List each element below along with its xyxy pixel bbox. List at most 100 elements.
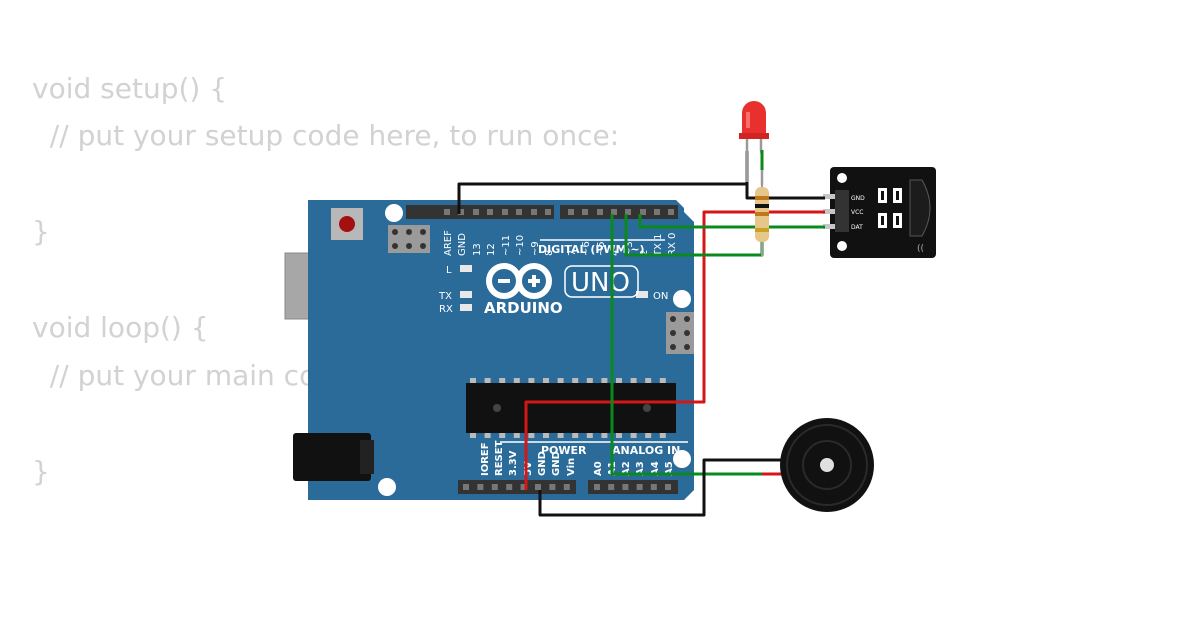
mounting-hole — [378, 478, 396, 496]
led-l — [460, 265, 472, 272]
pin-socket[interactable] — [473, 209, 479, 215]
piezo-buzzer[interactable] — [762, 418, 874, 512]
pin-label: A3 — [635, 461, 646, 476]
pin-label: RX 0 — [667, 233, 678, 256]
power-header — [458, 480, 576, 494]
pin-socket[interactable] — [636, 484, 643, 490]
wire-buzzer-signal[interactable] — [610, 214, 776, 476]
pin-socket[interactable] — [650, 484, 657, 490]
code-line: } — [32, 455, 50, 488]
digital-header-label: DIGITAL (PWM ~) — [538, 243, 645, 256]
pin-label: AREF — [443, 230, 454, 256]
pin-socket[interactable] — [597, 209, 603, 215]
led-rx — [460, 304, 472, 311]
ir-signal-icon: (( — [917, 244, 924, 254]
pin-socket[interactable] — [502, 209, 508, 215]
dc-power-jack — [293, 433, 371, 481]
pin-label: 3.3V — [508, 450, 519, 476]
pin-socket[interactable] — [487, 209, 493, 215]
pin-label: ~11 — [501, 235, 512, 256]
mounting-hole — [385, 204, 403, 222]
power-header-label: POWER — [541, 444, 587, 457]
microcontroller-chip — [466, 378, 676, 438]
wire-5v-vcc[interactable] — [524, 210, 825, 490]
ir-sensor-dome — [909, 179, 931, 237]
pin-socket[interactable] — [625, 209, 631, 215]
brand-label: ARDUINO — [484, 299, 563, 317]
red-led[interactable] — [739, 101, 769, 185]
pin-label: ~9 — [530, 241, 541, 256]
pin-label: ~6 — [581, 241, 592, 256]
pin-socket[interactable] — [582, 209, 588, 215]
pin-label: 5V — [523, 461, 534, 476]
pin-socket[interactable] — [568, 209, 574, 215]
model-label: UNO — [571, 268, 630, 298]
pin-label: GND — [551, 451, 562, 476]
pin-socket[interactable] — [463, 484, 469, 490]
pin-socket[interactable] — [563, 484, 570, 490]
code-line: void loop() { — [32, 311, 209, 344]
pin-socket[interactable] — [477, 484, 484, 490]
pin-label: ~10 — [515, 235, 526, 256]
pin-socket[interactable] — [531, 209, 537, 215]
pin-socket[interactable] — [622, 484, 629, 490]
pin-socket[interactable] — [516, 209, 522, 215]
code-line: void setup() { — [32, 72, 228, 105]
pin-label: Vin — [566, 458, 577, 476]
pin-label: TX 1 — [653, 234, 664, 258]
mounting-hole — [673, 290, 691, 308]
pin-socket[interactable] — [594, 484, 600, 490]
pin-label: GND — [457, 233, 468, 256]
pin-label: 7 — [567, 250, 578, 256]
arduino-logo-icon — [486, 263, 552, 299]
pin-socket[interactable] — [608, 484, 615, 490]
pin-label: A2 — [621, 461, 632, 476]
digital-header-right — [560, 205, 678, 219]
pin-socket[interactable] — [506, 484, 513, 490]
mounting-hole — [673, 450, 691, 468]
led-rx-label: RX — [439, 304, 453, 315]
pin-socket[interactable] — [640, 209, 646, 215]
led-tx-label: TX — [438, 291, 452, 302]
ir-receiver-module[interactable]: GND VCC DAT (( — [823, 167, 936, 258]
pin-label: 13 — [472, 243, 483, 256]
pin-label: 2 — [639, 250, 650, 256]
icsp-header-top — [388, 225, 430, 253]
pin-label: 4 — [610, 250, 621, 256]
code-line: } — [32, 215, 50, 248]
pin-socket[interactable] — [611, 209, 617, 215]
code-line: // put your setup code here, to run once… — [32, 119, 620, 152]
wire-gnd-sensor[interactable] — [745, 180, 825, 200]
led-l-label: L — [446, 265, 452, 276]
pin-socket[interactable] — [665, 484, 671, 490]
analog-header — [588, 480, 678, 494]
pin-socket[interactable] — [491, 484, 498, 490]
led-on — [636, 291, 648, 298]
led-on-label: ON — [653, 291, 668, 302]
pin-socket[interactable] — [444, 209, 450, 215]
resistor[interactable] — [755, 180, 769, 256]
pin-socket[interactable] — [535, 484, 541, 490]
pin-socket[interactable] — [654, 209, 660, 215]
pin-label: 8 — [544, 250, 555, 256]
pin-label: GND — [537, 451, 548, 476]
analog-header-label: ANALOG IN — [612, 444, 680, 457]
wire-buzzer-gnd[interactable] — [538, 458, 776, 517]
pin-label: ~5 — [596, 241, 607, 256]
sensor-pin-gnd: GND — [851, 195, 865, 202]
icsp-header-right — [666, 312, 694, 354]
pin-socket[interactable] — [520, 484, 527, 490]
sensor-pin-dat: DAT — [851, 224, 863, 231]
pin-label: A4 — [650, 461, 661, 476]
pin-socket[interactable] — [458, 209, 464, 215]
sensor-pin-vcc: VCC — [851, 209, 863, 216]
pin-socket[interactable] — [668, 209, 674, 215]
pin-socket[interactable] — [549, 484, 556, 490]
digital-header-left — [406, 205, 554, 219]
pin-socket[interactable] — [545, 209, 551, 215]
pin-label: A5 — [664, 461, 675, 476]
pin-label: ~3 — [624, 241, 635, 256]
pin-label: IOREF — [480, 442, 491, 476]
